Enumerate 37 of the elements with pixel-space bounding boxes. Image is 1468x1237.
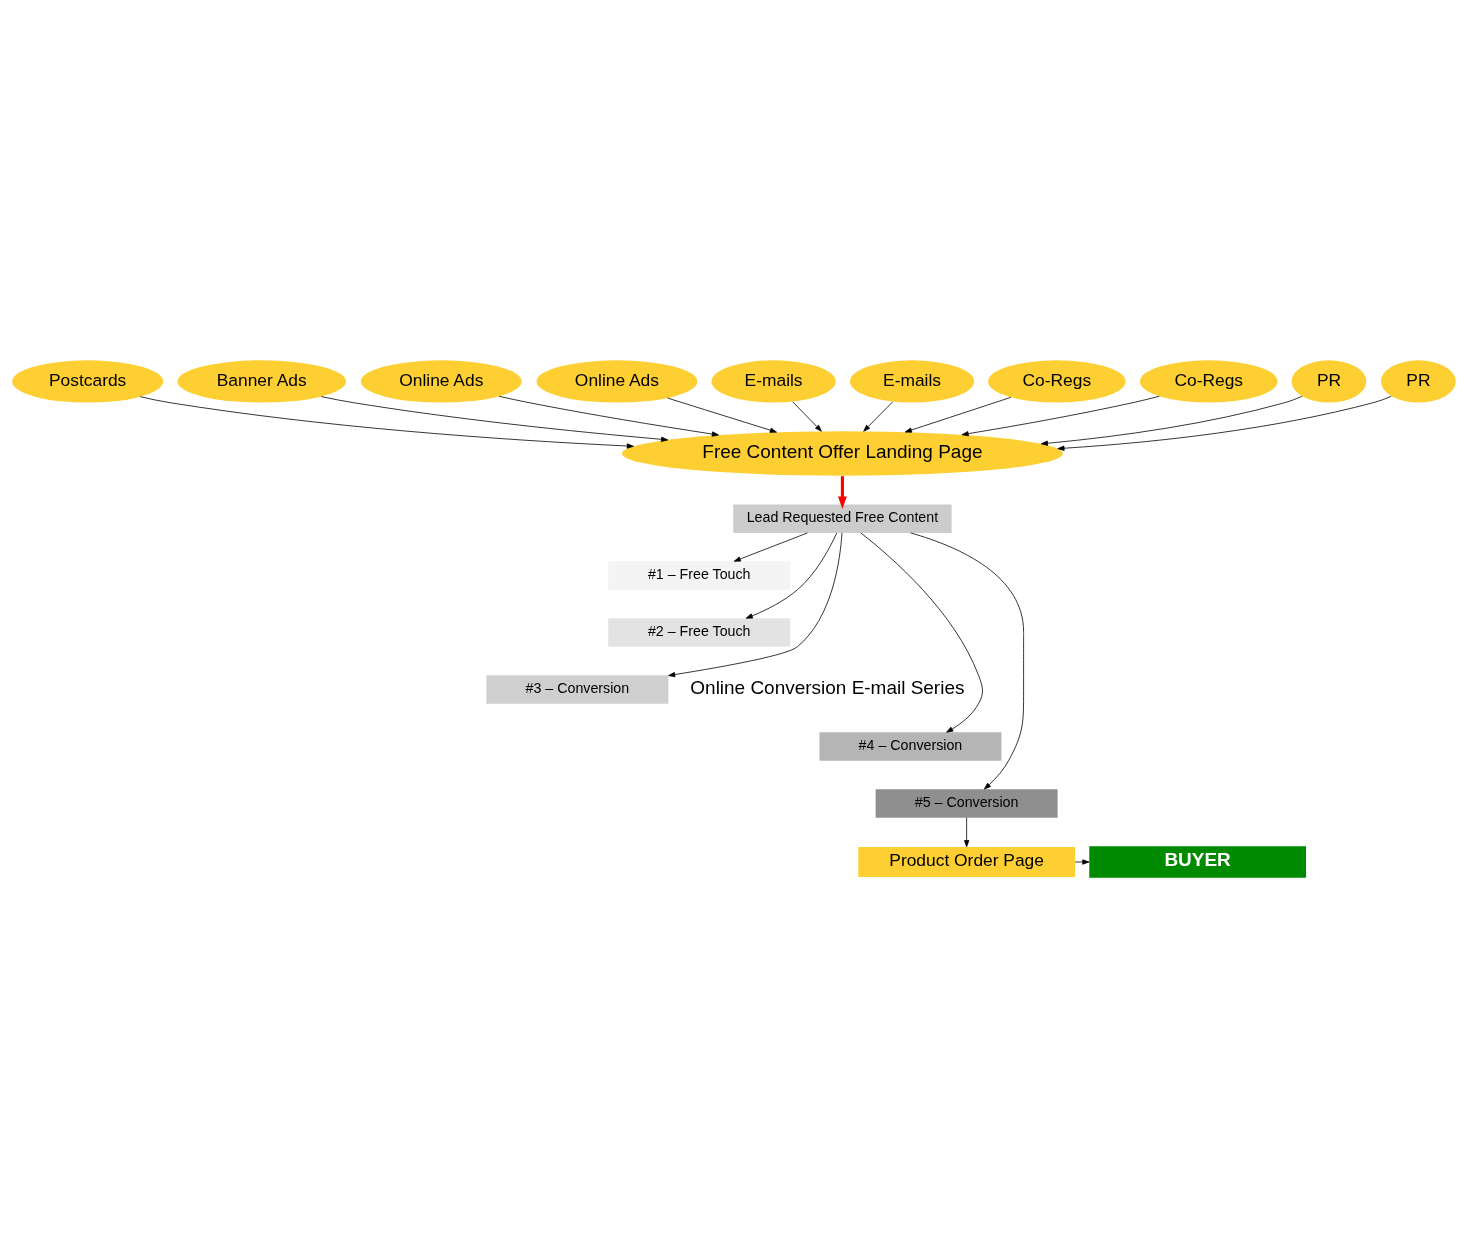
node-box: Product Order Page — [858, 846, 1076, 877]
arrow — [910, 532, 1024, 789]
node-ellipse: Banner Ads — [177, 359, 346, 403]
arrow — [745, 532, 838, 619]
node-box: #4 – Conversion — [819, 731, 1002, 761]
arrow — [860, 532, 983, 733]
arrow — [964, 816, 970, 847]
arrow — [668, 532, 843, 677]
node-ellipse: E-mails — [711, 359, 836, 403]
node-ellipse: Co-Regs — [988, 359, 1126, 403]
node-ellipse: PR — [1291, 359, 1367, 403]
arrow — [1074, 858, 1090, 865]
arrow — [498, 395, 719, 437]
node-box: #2 – Free Touch — [608, 617, 791, 647]
arrow — [961, 395, 1160, 436]
node-box: BUYER — [1089, 845, 1307, 878]
node-ellipse: E-mails — [849, 359, 975, 403]
node-ellipse: Online Ads — [360, 359, 522, 403]
node-box: #5 – Conversion — [875, 788, 1058, 818]
node-ellipse: Online Ads — [536, 359, 698, 403]
arrow — [792, 400, 822, 432]
node-ellipse: PR — [1381, 359, 1456, 403]
arrow — [139, 395, 634, 449]
node-box: #3 – Conversion — [486, 674, 669, 704]
node-box: #1 – Free Touch — [608, 560, 791, 590]
label: Online Conversion E-mail Series — [690, 676, 965, 698]
arrow — [838, 475, 847, 509]
node-ellipse: Postcards — [12, 359, 164, 403]
arrow — [1040, 395, 1303, 446]
arrow — [320, 395, 669, 442]
node-box: Lead Requested Free Content — [733, 503, 952, 533]
node-ellipse: Co-Regs — [1139, 359, 1278, 403]
arrow — [733, 532, 808, 562]
arrow — [904, 396, 1012, 433]
arrow — [863, 400, 894, 432]
arrow — [667, 397, 777, 433]
arrow — [1057, 395, 1392, 451]
